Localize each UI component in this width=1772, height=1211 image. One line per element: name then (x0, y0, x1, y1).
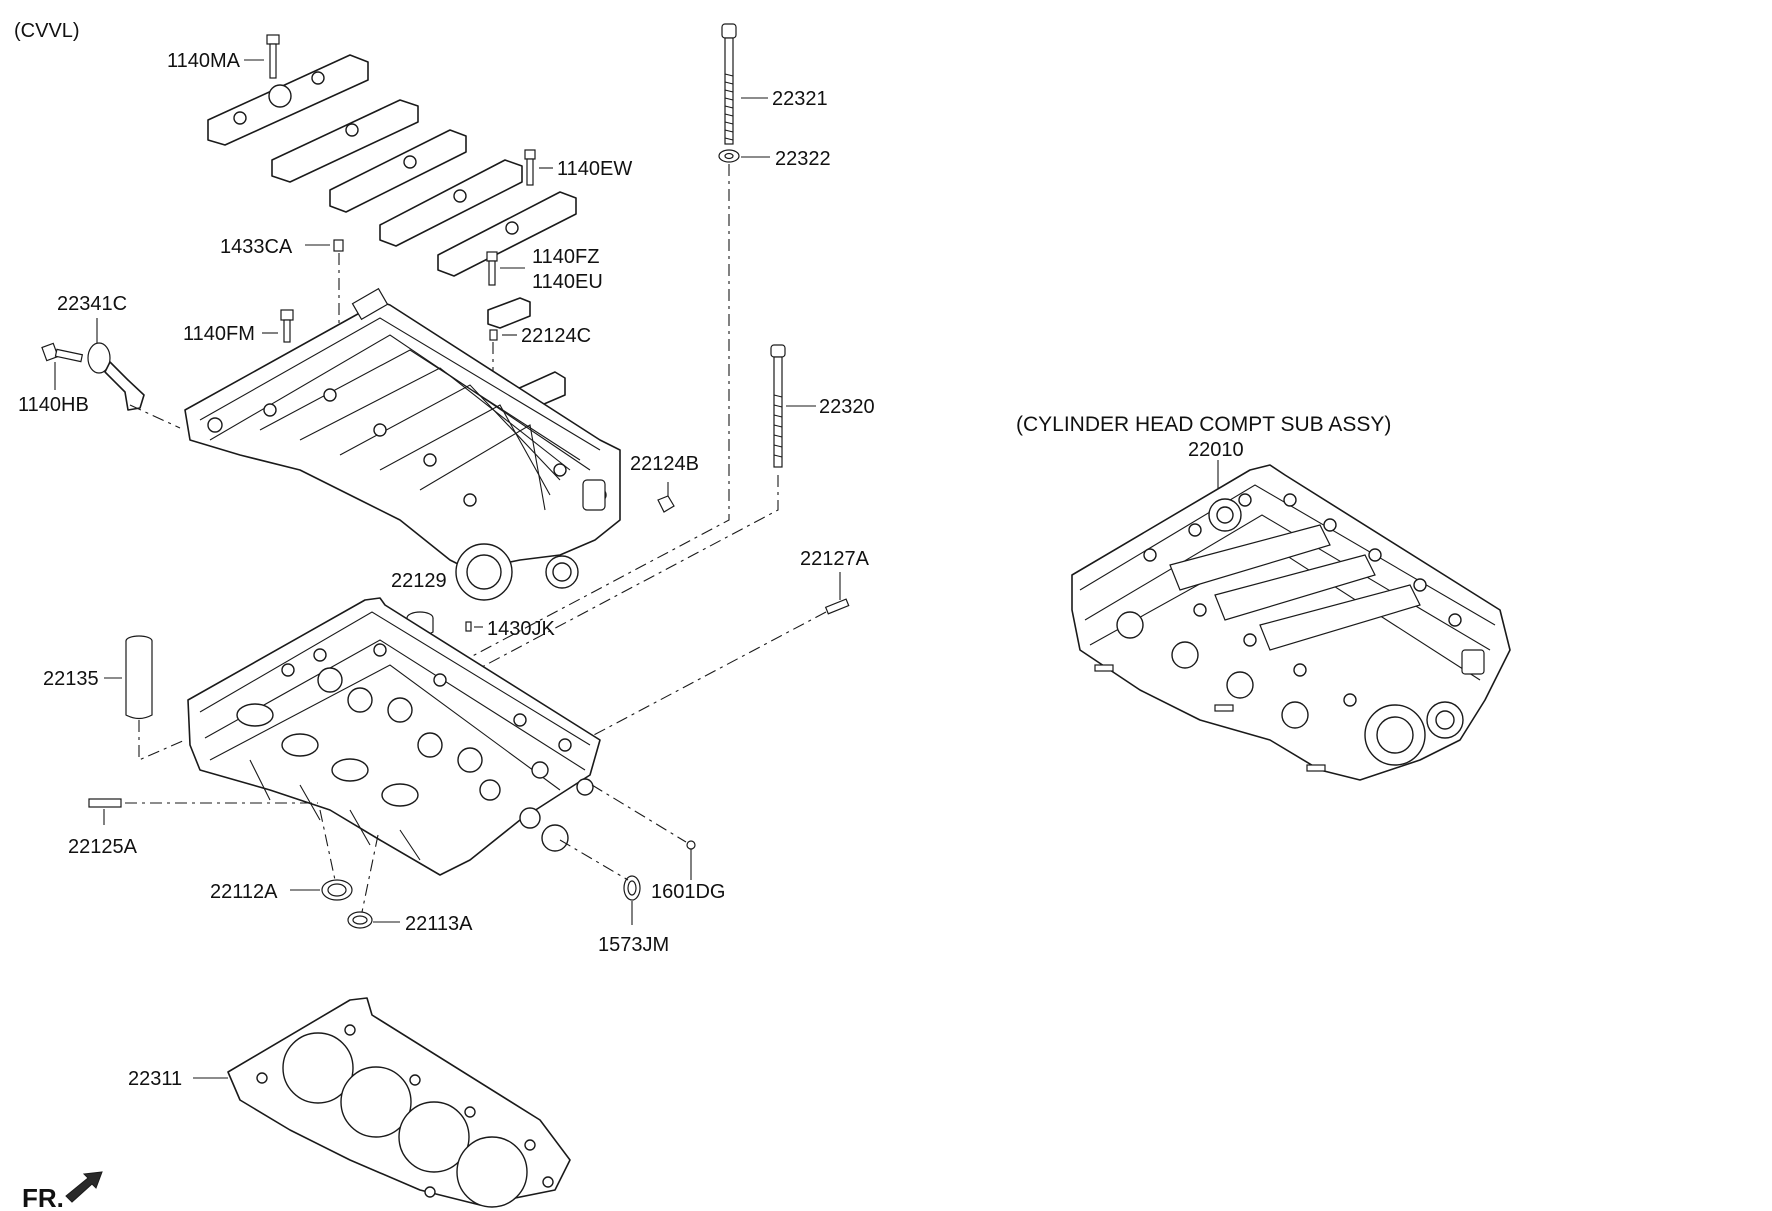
part-label-1573jm: 1573JM (598, 934, 669, 956)
variant-label: (CVVL) (14, 20, 80, 42)
washer-22322 (718, 149, 740, 163)
part-label-1140eu: 1140EU (532, 271, 603, 293)
dowel-22124c (489, 329, 498, 341)
part-label-22341c: 22341C (57, 293, 127, 315)
camshaft-bearing-caps (207, 54, 577, 277)
bracket-small (487, 297, 531, 329)
bolt-1140ma (266, 34, 280, 79)
dowel-1433ca (333, 239, 344, 252)
part-label-22129: 22129 (391, 570, 447, 592)
bolt-1140fz (486, 251, 498, 286)
seal-22113a (347, 911, 373, 929)
stud-22127a (824, 598, 850, 615)
part-label-1433ca: 1433CA (220, 236, 293, 258)
front-direction-arrow-icon (65, 1171, 103, 1203)
head-bolt-22321 (721, 23, 737, 145)
part-label-1140fz: 1140FZ (532, 246, 599, 268)
cylinder-head-sub-assembly (1071, 464, 1511, 781)
part-label-1430jk: 1430JK (487, 618, 555, 640)
part-label-1140ma: 1140MA (167, 50, 241, 72)
assembly-part-number: 22010 (1188, 439, 1244, 461)
bolt-1140ew (524, 149, 536, 186)
bolt-1140hb (41, 342, 84, 363)
camshaft-carrier-housing (184, 287, 621, 601)
part-label-22321: 22321 (772, 88, 828, 110)
part-label-22127a: 22127A (800, 548, 870, 570)
head-gasket-22311 (227, 997, 571, 1208)
part-label-22112a: 22112A (210, 881, 278, 903)
part-label-22311: 22311 (128, 1068, 182, 1090)
bolt-1140fm (280, 309, 294, 343)
part-label-22135: 22135 (43, 668, 99, 690)
part-label-1140ew: 1140EW (557, 158, 632, 180)
head-bolt-22320 (770, 344, 786, 468)
cylinder-head (187, 597, 601, 876)
tube-22135 (125, 635, 153, 720)
part-label-1601dg: 1601DG (651, 881, 726, 903)
part-label-22320: 22320 (819, 396, 875, 418)
stud-22125a (88, 798, 122, 808)
seal-1573jm (623, 875, 641, 901)
part-label-22124c: 22124C (521, 325, 591, 347)
part-label-22322: 22322 (775, 148, 831, 170)
front-direction-label: FR. (22, 1183, 64, 1211)
part-label-1140fm: 1140FM (183, 323, 255, 345)
pin-1430jk (465, 621, 472, 632)
assembly-title: (CYLINDER HEAD COMPT SUB ASSY) (1016, 413, 1391, 436)
seal-22112a (321, 879, 353, 901)
part-label-22113a: 22113A (405, 913, 473, 935)
part-label-22124b: 22124B (630, 453, 699, 475)
bracket-22341c (87, 342, 145, 411)
part-label-22125a: 22125A (68, 836, 138, 858)
pin-1601dg (686, 840, 696, 850)
plug-22124b (657, 495, 675, 513)
part-label-1140hb: 1140HB (18, 394, 89, 416)
